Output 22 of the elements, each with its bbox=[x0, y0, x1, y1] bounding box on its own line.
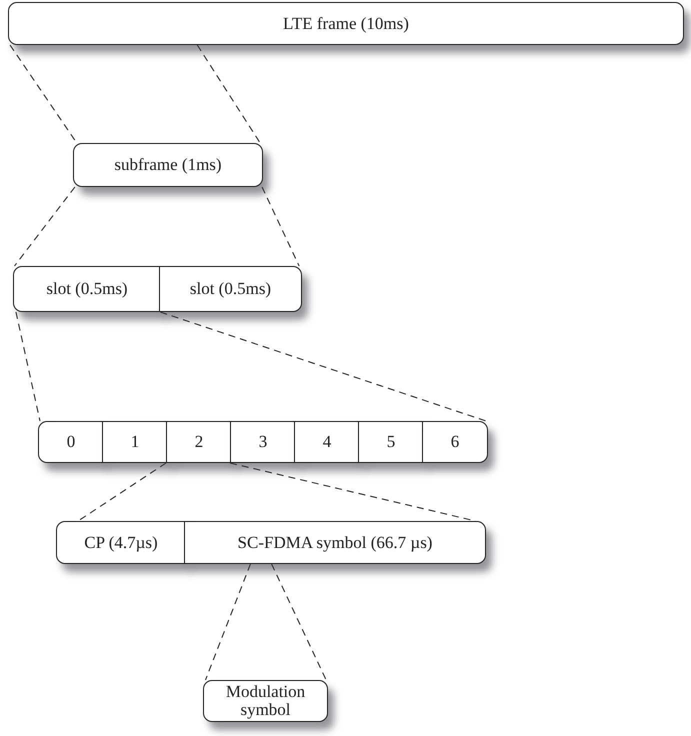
zoom-line bbox=[78, 462, 166, 522]
zoom-line bbox=[205, 564, 251, 680]
slot-box: slot (0.5ms) bbox=[13, 266, 161, 312]
symbol-index-box: 3 bbox=[230, 421, 296, 463]
symbol-index-box: 1 bbox=[102, 421, 168, 463]
cyclic-prefix-box: CP (4.7µs) bbox=[56, 521, 186, 564]
zoom-line bbox=[262, 186, 300, 266]
symbol-index-box: 6 bbox=[422, 421, 488, 463]
frame-box: LTE frame (10ms) bbox=[8, 2, 684, 45]
zoom-line bbox=[14, 186, 76, 266]
zoom-line bbox=[196, 44, 261, 144]
symbol-index-box: 0 bbox=[38, 421, 104, 463]
symbol-index-box: 4 bbox=[294, 421, 360, 463]
subframe-box: subframe (1ms) bbox=[73, 143, 263, 187]
zoom-line bbox=[15, 312, 40, 422]
symbol-index-box: 2 bbox=[166, 421, 232, 463]
modulation-symbol-box: Modulation symbol bbox=[203, 680, 328, 722]
zoom-line bbox=[271, 564, 327, 680]
slot-box: slot (0.5ms) bbox=[159, 266, 302, 312]
zoom-line bbox=[160, 312, 487, 422]
symbol-index-box: 5 bbox=[358, 421, 424, 463]
symbol-box: SC-FDMA symbol (66.7 µs) bbox=[184, 521, 486, 564]
